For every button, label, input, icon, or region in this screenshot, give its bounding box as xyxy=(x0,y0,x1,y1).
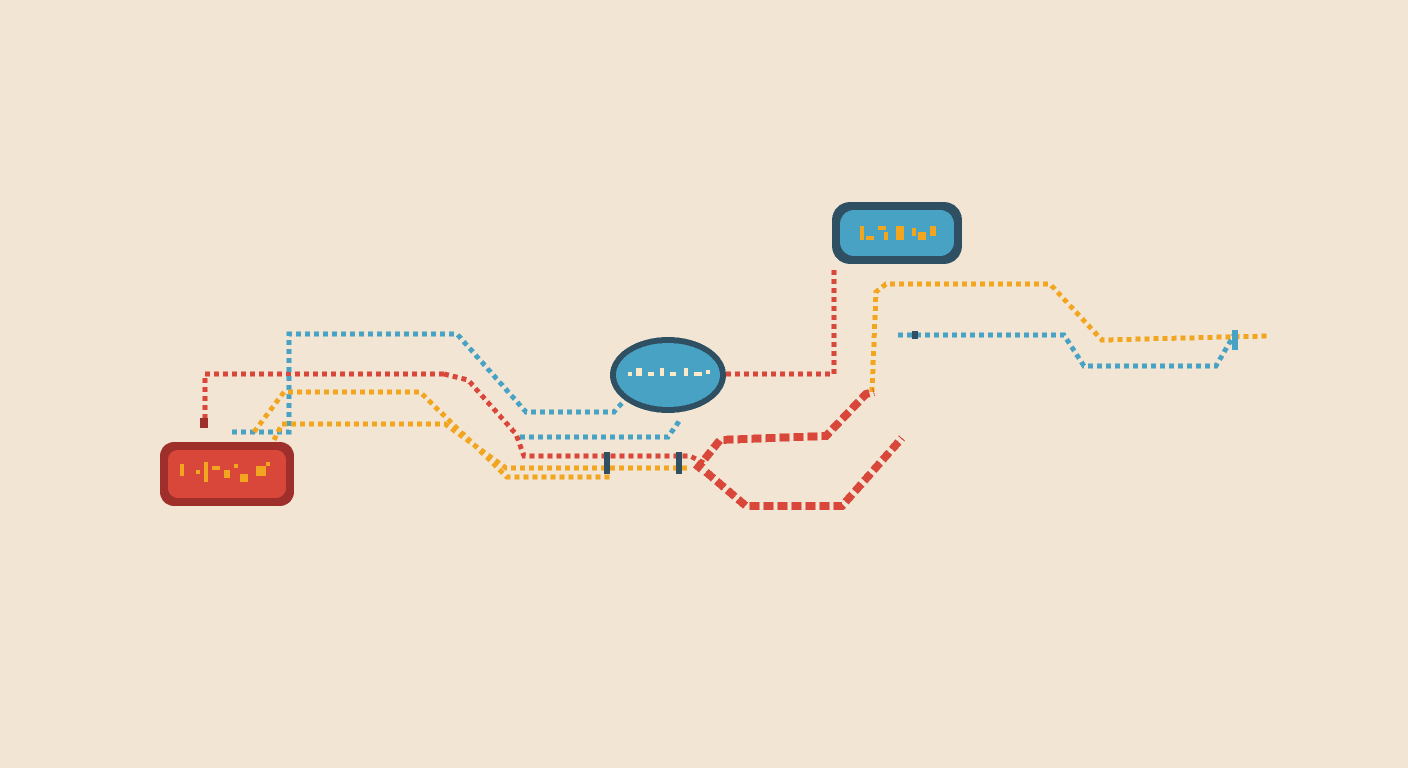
node-blue-center-glyphs xyxy=(628,368,710,376)
connectors-layer xyxy=(200,268,1269,510)
connector-orange-upper-left xyxy=(252,389,611,480)
node-blue-top-glyphs xyxy=(860,226,936,240)
node-red-pill[interactable] xyxy=(160,442,294,506)
node-blue-ellipse[interactable] xyxy=(610,337,726,413)
connector-red-stub-left xyxy=(202,371,444,428)
connector-orange-top-right xyxy=(869,281,1269,393)
connector-blue-lower-center xyxy=(520,418,683,440)
connector-red-left-to-center xyxy=(443,371,708,467)
connector-red-lower-loop-bottom xyxy=(703,435,905,510)
node-red-glyphs xyxy=(180,462,270,482)
connector-junction-marker xyxy=(676,452,682,474)
connector-red-lower-loop xyxy=(692,388,875,473)
connector-orange-lower-left xyxy=(271,421,690,471)
connector-end-marker xyxy=(200,418,208,428)
connector-junction-marker xyxy=(912,331,918,339)
connector-junction-marker xyxy=(604,452,610,474)
connector-blue-right xyxy=(898,332,1237,369)
connector-end-marker xyxy=(1232,330,1238,350)
connector-blue-upper-left xyxy=(232,331,634,435)
node-blue-top-pill[interactable] xyxy=(832,202,962,264)
connector-red-center-to-top xyxy=(726,268,837,377)
